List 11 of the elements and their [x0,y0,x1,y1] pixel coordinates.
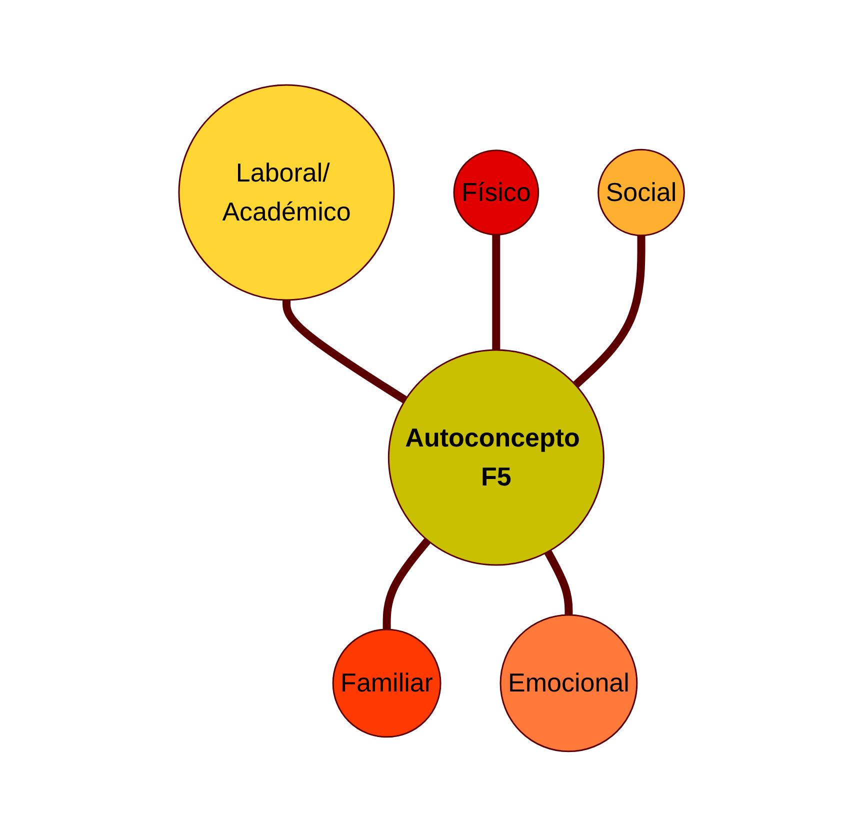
connector [383,538,432,630]
node-circle: Laboral/ Académico [178,84,396,301]
connector [544,550,574,615]
node-circle: Emocional [500,614,638,752]
connector [573,235,646,388]
node-circle: Autoconcepto F5 [388,349,605,566]
connector [282,300,408,404]
node-circle: Físico [454,149,540,236]
node-circle: Social [598,148,686,236]
connector [492,234,501,350]
node-circle: Familiar [332,628,442,738]
